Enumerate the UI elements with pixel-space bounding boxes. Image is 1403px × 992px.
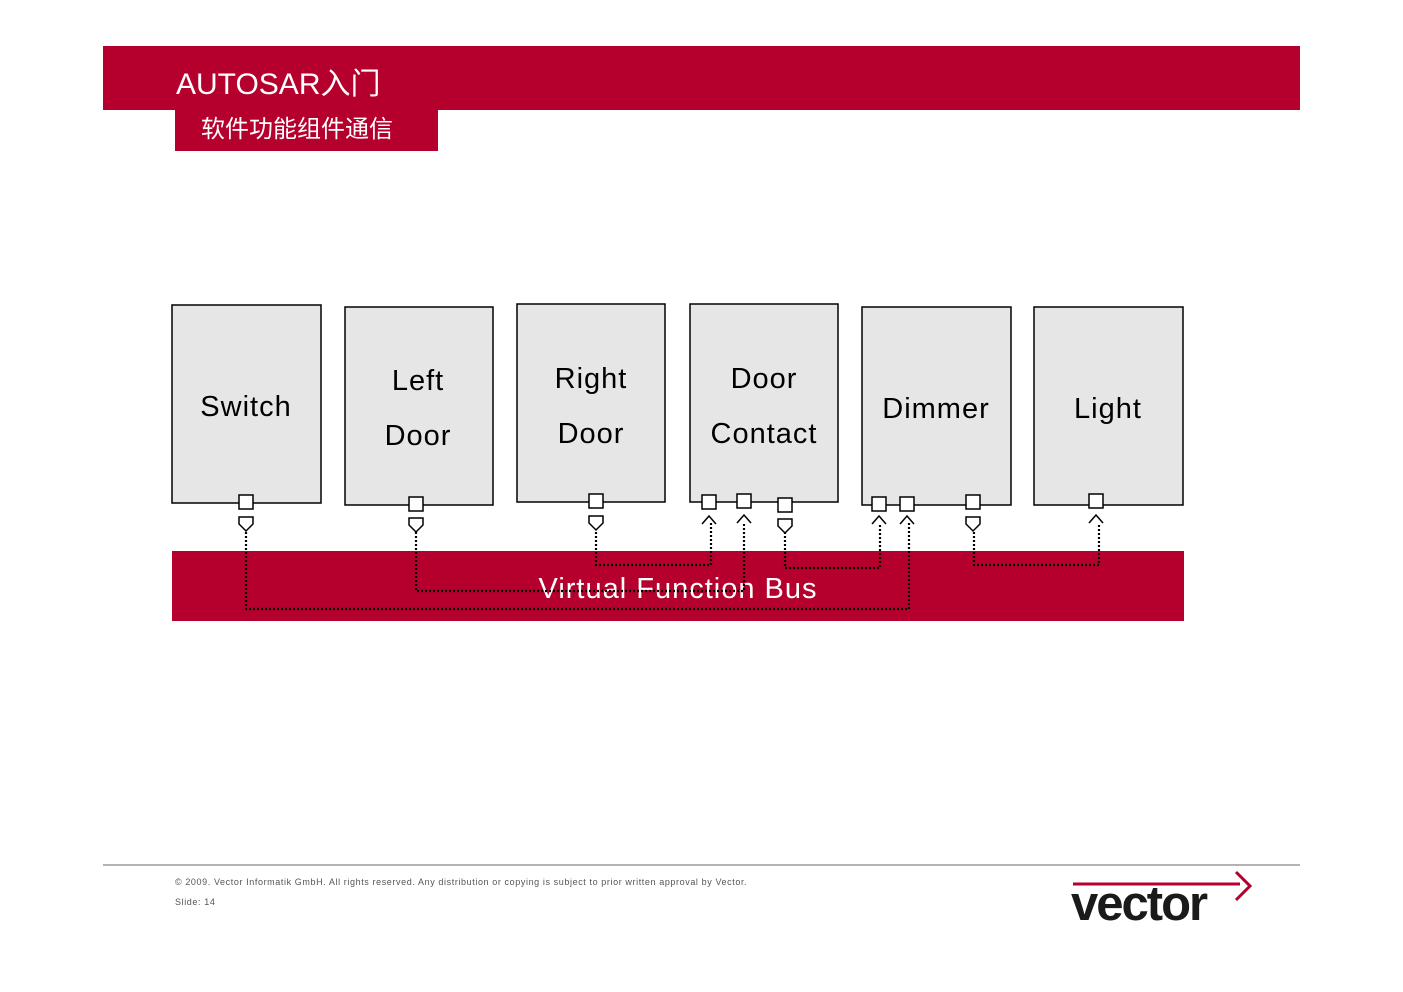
component-box-light: [1033, 306, 1184, 506]
page-subtitle: 软件功能组件通信: [201, 116, 393, 143]
component-box-door-contact: [689, 303, 839, 503]
port-dimmer-in-1: [871, 496, 887, 512]
port-door-contact-out: [777, 497, 793, 513]
receiver-symbol-door-contact-2: [736, 513, 752, 524]
component-label-right-door-2: Door: [558, 418, 625, 450]
sender-symbol-left-door: [408, 517, 424, 534]
sender-symbol-dimmer: [965, 516, 981, 533]
connection-doorcontact-dimmer: [783, 523, 882, 570]
connection-rightdoor-doorcontact: [594, 523, 713, 567]
connections: [244, 523, 1101, 611]
port-left-door-out: [408, 496, 424, 512]
component-label-left-door-2: Door: [385, 420, 452, 452]
port-right-door-out: [588, 493, 604, 509]
sender-symbol-switch: [238, 516, 254, 533]
footer-divider: [103, 864, 1300, 866]
vector-logo-arrow: [1073, 870, 1253, 902]
vfb-label: Virtual Function Bus: [539, 573, 818, 605]
component-label-door-contact-2: Contact: [711, 418, 818, 450]
header-bar: [103, 46, 1300, 110]
connection-leftdoor-doorcontact: [414, 523, 746, 593]
connection-switch-dimmer: [244, 523, 911, 611]
copyright-text: © 2009. Vector Informatik GmbH. All righ…: [175, 877, 748, 887]
port-door-contact-in-1: [701, 494, 717, 510]
port-dimmer-out: [965, 494, 981, 510]
slide-number: Slide: 14: [175, 897, 216, 907]
connection-dimmer-light: [972, 523, 1101, 567]
receiver-symbol-light: [1088, 513, 1104, 524]
component-label-light: Light: [1074, 393, 1142, 425]
sender-symbol-door-contact: [777, 518, 793, 535]
receiver-symbol-dimmer-1: [871, 514, 887, 525]
component-label-right-door-1: Right: [555, 363, 628, 395]
component-box-left-door: [344, 306, 494, 506]
port-door-contact-in-2: [736, 493, 752, 509]
port-switch-out: [238, 494, 254, 510]
page-title: AUTOSAR入门: [176, 68, 381, 101]
component-label-left-door-1: Left: [392, 365, 444, 397]
vector-logo: vector: [1071, 877, 1208, 931]
port-dimmer-in-2: [899, 496, 915, 512]
component-box-right-door: [516, 303, 666, 503]
port-light-in: [1088, 493, 1104, 509]
subtitle-box: 软件功能组件通信: [175, 110, 438, 151]
component-label-door-contact-1: Door: [731, 363, 798, 395]
component-box-dimmer: [861, 306, 1012, 506]
receiver-symbol-dimmer-2: [899, 514, 915, 525]
component-label-switch: Switch: [200, 391, 291, 423]
sender-symbol-right-door: [588, 515, 604, 532]
receiver-symbol-door-contact-1: [701, 514, 717, 525]
component-label-dimmer: Dimmer: [882, 393, 990, 425]
